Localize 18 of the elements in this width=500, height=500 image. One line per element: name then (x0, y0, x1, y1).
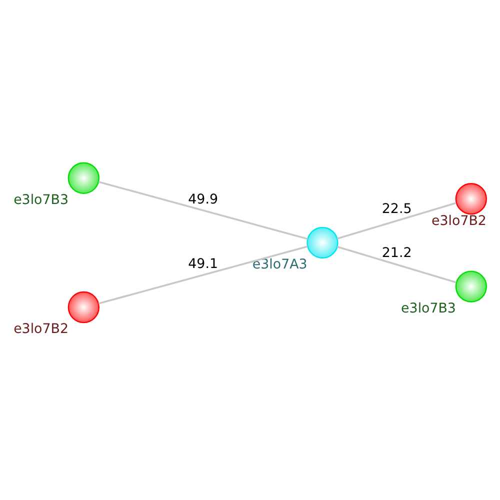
connector (98, 180, 308, 240)
node-circle (455, 270, 487, 302)
edge-label: 21.2 (382, 246, 412, 262)
node-circle (455, 182, 487, 215)
edge-label: 22.5 (382, 202, 412, 218)
node-label: e3lo7B2 (14, 322, 68, 338)
connector (98, 246, 308, 304)
edge-label: 49.9 (188, 192, 218, 208)
node-circle (68, 162, 100, 194)
node-circle (306, 226, 338, 259)
node-label: e3lo7B3 (401, 302, 456, 317)
node-circle (68, 291, 100, 324)
edge-label: 49.1 (188, 257, 218, 272)
node-label: e3lo7A3 (252, 258, 308, 273)
connector (336, 202, 456, 240)
connector (336, 246, 456, 284)
node-label: e3lo7B2 (432, 214, 486, 229)
node-label: e3lo7B3 (14, 193, 68, 208)
